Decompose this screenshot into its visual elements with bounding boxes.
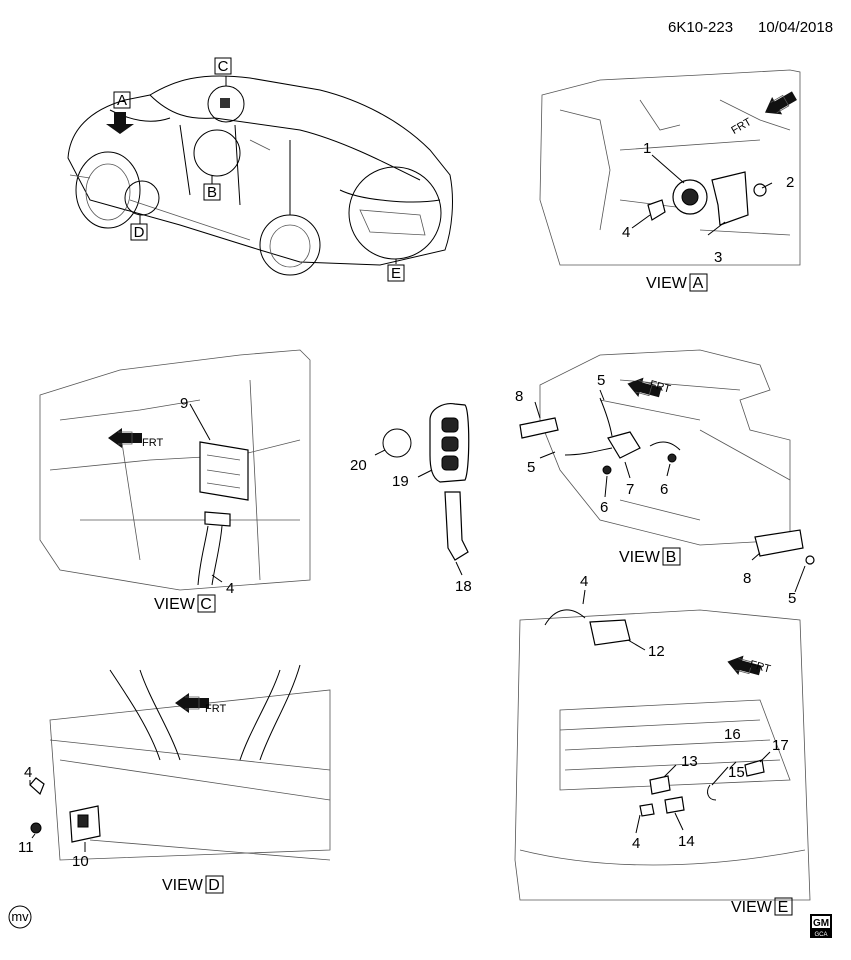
key-fob-group: 20 19 18 [350,403,472,595]
mv-logo-text: mv [11,909,29,924]
view-c-panel: FRT 9 4 VIEW C [39,349,311,613]
part-number-4-e-bottom: 4 [632,835,640,852]
view-label-a: VIEW [646,275,688,292]
part-number-17-e: 17 [772,737,789,754]
view-d-panel: FRT 4 11 10 VIEW D [18,664,331,894]
callout-circle-e [348,166,442,260]
part-number-3-a: 3 [714,249,722,266]
callout-label-e: E [391,265,401,282]
part-number-5-b-top: 5 [597,372,605,389]
view-label-d: VIEW [162,877,204,894]
part-number-18: 18 [455,578,472,595]
part-number-4-a: 4 [622,224,630,241]
part-number-6-b-right: 6 [660,481,668,498]
part-number-2-a: 2 [786,174,794,191]
frt-label-e: FRT [748,659,772,676]
part-number-1-a: 1 [643,140,651,157]
gm-logo-text: GM [813,918,829,929]
view-label-b: VIEW [619,549,661,566]
view-letter-c: C [200,596,212,613]
part-number-4-e-top: 4 [580,573,588,590]
vehicle-overview: A C B D E [67,57,453,282]
part-number-5-b-left: 5 [527,459,535,476]
callout-label-c: C [218,58,229,75]
view-letter-a: A [693,275,704,292]
frt-label-a: FRT [729,116,754,137]
part-number-19: 19 [392,473,409,490]
part-number-5-b-bottom: 5 [788,590,796,607]
part-number-9-c: 9 [180,395,188,412]
part-number-4-c: 4 [226,580,234,597]
view-letter-d: D [208,877,220,894]
part-number-15-e: 15 [728,764,745,781]
callout-label-a: A [117,92,127,109]
gca-logo-text: GCA [814,932,827,938]
diagram-code: 6K10-223 [668,19,733,36]
diagram-date: 10/04/2018 [758,19,833,36]
frt-label-b: FRT [648,379,672,396]
part-number-8-b-top: 8 [515,388,523,405]
part-number-20: 20 [350,457,367,474]
frt-label-d: FRT [205,703,226,715]
part-number-11-d: 11 [18,839,34,856]
part-number-10-d: 10 [72,853,89,870]
view-letter-b: B [666,549,677,566]
callout-circle-d [124,180,160,216]
part-number-12-e: 12 [648,643,665,660]
view-e-panel: FRT 4 12 13 16 17 15 4 14 VIEW E [514,573,811,916]
part-number-4-d: 4 [24,764,32,781]
view-b-panel: FRT 8 5 5 7 6 6 8 5 VIEW B [515,349,815,607]
gm-logo: GM GCA [810,914,832,938]
view-label-c: VIEW [154,596,196,613]
callout-circle-b [193,129,241,177]
part-number-16-e: 16 [724,726,741,743]
part-number-14-e: 14 [678,833,695,850]
part-number-6-b-left: 6 [600,499,608,516]
view-letter-e: E [778,899,789,916]
mv-logo: mv [8,905,32,929]
part-number-13-e: 13 [681,753,698,770]
view-a-panel: FRT 1 2 3 4 VIEW A [539,69,801,292]
view-label-e: VIEW [731,899,773,916]
callout-label-d: D [134,224,145,241]
part-number-8-b-bottom: 8 [743,570,751,587]
callout-label-b: B [207,184,217,201]
part-number-7-b: 7 [626,481,634,498]
frt-label-c: FRT [142,437,163,449]
